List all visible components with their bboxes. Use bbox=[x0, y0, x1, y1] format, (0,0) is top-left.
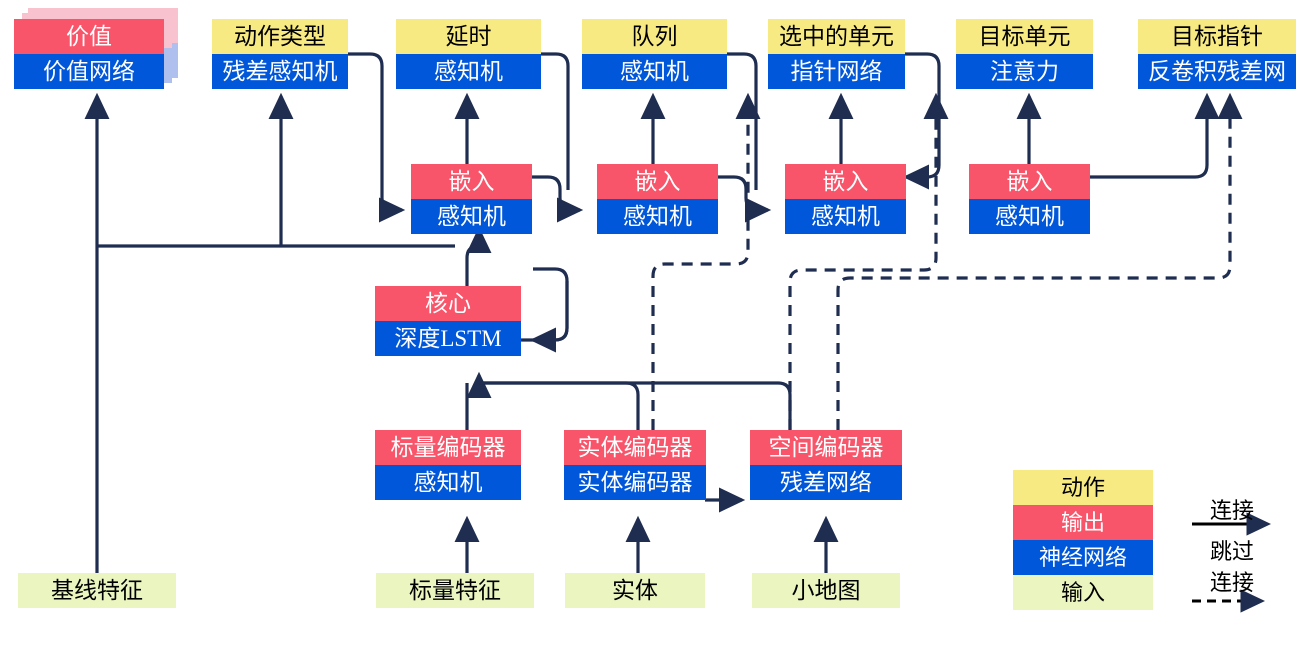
wire-core-recurrent bbox=[529, 281, 569, 353]
node-action-type-bottom-label: 残差感知机 bbox=[212, 54, 348, 89]
wire-entity-to-core bbox=[479, 381, 640, 430]
input-baseline-features-label: 基线特征 bbox=[18, 573, 176, 608]
node-spatial-encoder-top-label: 空间编码器 bbox=[750, 430, 902, 465]
legend-skip-label-line1: 跳过 bbox=[1209, 539, 1254, 564]
input-scalar-features[interactable]: 标量特征 bbox=[376, 573, 534, 608]
node-entity-encoder-top-label: 实体编码器 bbox=[564, 430, 706, 465]
node-scalar-encoder[interactable]: 标量编码器 感知机 bbox=[375, 430, 521, 500]
node-selected-units-bottom-label: 指针网络 bbox=[768, 54, 905, 89]
node-target-point[interactable]: 目标指针 反卷积残差网 bbox=[1138, 19, 1296, 89]
node-target-unit-top-label: 目标单元 bbox=[956, 19, 1093, 54]
input-entities-label: 实体 bbox=[565, 573, 705, 608]
node-core-bottom-label: 深度LSTM bbox=[375, 321, 521, 356]
node-value-bottom-label: 价值网络 bbox=[14, 54, 164, 89]
skip-spatial-to-target-unit bbox=[788, 92, 949, 430]
node-embed-1-bottom-label: 感知机 bbox=[411, 199, 532, 234]
node-embed-2[interactable]: 嵌入 感知机 bbox=[597, 164, 718, 234]
node-target-unit-bottom-label: 注意力 bbox=[956, 54, 1093, 89]
legend-input-swatch: 输入 bbox=[1013, 575, 1153, 610]
wire-core-to-embed1 bbox=[465, 226, 492, 286]
node-delay[interactable]: 延时 感知机 bbox=[396, 19, 541, 89]
node-embed-3-top-label: 嵌入 bbox=[785, 164, 906, 199]
input-scalar-features-label: 标量特征 bbox=[376, 573, 534, 608]
wire-embed1-to-embed2 bbox=[532, 175, 584, 223]
node-scalar-encoder-bottom-label: 感知机 bbox=[375, 465, 521, 500]
skip-spatial-to-target-point bbox=[836, 92, 1243, 430]
node-scalar-encoder-top-label: 标量编码器 bbox=[375, 430, 521, 465]
legend-output-swatch: 输出 bbox=[1013, 505, 1153, 540]
node-entity-encoder-bottom-label: 实体编码器 bbox=[564, 465, 706, 500]
node-queue-top-label: 队列 bbox=[582, 19, 727, 54]
node-embed-3[interactable]: 嵌入 感知机 bbox=[785, 164, 906, 234]
input-minimap[interactable]: 小地图 bbox=[752, 573, 900, 608]
node-delay-bottom-label: 感知机 bbox=[396, 54, 541, 89]
input-entities[interactable]: 实体 bbox=[565, 573, 705, 608]
wire-actiontype-to-embed1 bbox=[348, 52, 406, 223]
node-queue-bottom-label: 感知机 bbox=[582, 54, 727, 89]
legend-skip-label-line2: 连接 bbox=[1209, 570, 1254, 595]
wire-embed2-to-embed3 bbox=[718, 175, 772, 223]
node-embed-4[interactable]: 嵌入 感知机 bbox=[969, 164, 1090, 234]
node-target-unit[interactable]: 目标单元 注意力 bbox=[956, 19, 1093, 89]
node-embed-2-bottom-label: 感知机 bbox=[597, 199, 718, 234]
node-spatial-encoder[interactable]: 空间编码器 残差网络 bbox=[750, 430, 902, 500]
legend-connection-label: 连接 bbox=[1209, 498, 1254, 523]
node-selected-units-top-label: 选中的单元 bbox=[768, 19, 905, 54]
node-embed-1[interactable]: 嵌入 感知机 bbox=[411, 164, 532, 234]
legend-network-swatch: 神经网络 bbox=[1013, 540, 1153, 575]
node-selected-units[interactable]: 选中的单元 指针网络 bbox=[768, 19, 905, 89]
node-target-point-top-label: 目标指针 bbox=[1138, 19, 1296, 54]
node-target-point-bottom-label: 反卷积残差网 bbox=[1138, 54, 1296, 89]
node-value-top-label: 价值 bbox=[14, 19, 164, 54]
wire-core-recurrent-stem bbox=[521, 267, 569, 342]
node-spatial-encoder-bottom-label: 残差网络 bbox=[750, 465, 902, 500]
wire-queue-to-embed3-stem bbox=[727, 52, 758, 190]
legend: 动作 输出 神经网络 输入 bbox=[1013, 470, 1153, 610]
wire-spatial-to-core bbox=[466, 371, 792, 430]
wire-delay-to-embed2-stem bbox=[541, 52, 570, 190]
node-embed-4-top-label: 嵌入 bbox=[969, 164, 1090, 199]
node-embed-4-bottom-label: 感知机 bbox=[969, 199, 1090, 234]
input-minimap-label: 小地图 bbox=[752, 573, 900, 608]
node-action-type[interactable]: 动作类型 残差感知机 bbox=[212, 19, 348, 89]
node-entity-encoder[interactable]: 实体编码器 实体编码器 bbox=[564, 430, 706, 500]
node-core-top-label: 核心 bbox=[375, 286, 521, 321]
skip-entity-to-selected-units bbox=[651, 92, 761, 430]
input-baseline-features[interactable]: 基线特征 bbox=[18, 573, 176, 608]
node-action-type-top-label: 动作类型 bbox=[212, 19, 348, 54]
node-core[interactable]: 核心 深度LSTM bbox=[375, 286, 521, 356]
node-embed-1-top-label: 嵌入 bbox=[411, 164, 532, 199]
node-value[interactable]: 价值 价值网络 bbox=[14, 19, 164, 89]
wire-selected-to-embed4 bbox=[902, 52, 941, 190]
node-delay-top-label: 延时 bbox=[396, 19, 541, 54]
node-embed-2-top-label: 嵌入 bbox=[597, 164, 718, 199]
node-embed-3-bottom-label: 感知机 bbox=[785, 199, 906, 234]
legend-action-swatch: 动作 bbox=[1013, 470, 1153, 505]
wire-embed4-to-target-point bbox=[1081, 92, 1220, 179]
node-queue[interactable]: 队列 感知机 bbox=[582, 19, 727, 89]
